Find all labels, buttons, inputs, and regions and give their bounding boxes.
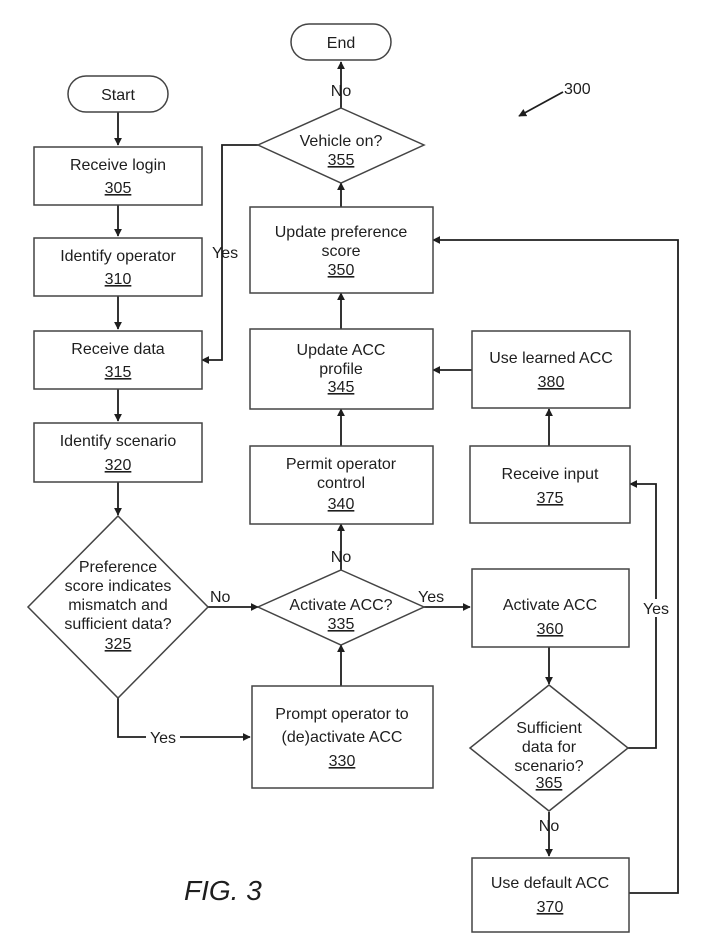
decision-diamond-355: Vehicle on? 355 xyxy=(256,107,426,184)
process-box-320-label: Identify scenario xyxy=(60,433,177,450)
process-box-350-ref: 350 xyxy=(328,262,355,279)
decision-diamond-335-ref: 335 xyxy=(328,616,355,633)
terminal-end: End xyxy=(290,23,392,61)
process-box-360: Activate ACC 360 xyxy=(471,568,630,648)
terminal-start: Start xyxy=(67,75,169,113)
process-box-330-label: Prompt operator to(de)activate ACC xyxy=(275,706,409,746)
edge-label-355-no: No xyxy=(331,83,352,100)
arrow-370-to-350 xyxy=(432,236,679,894)
process-box-375: Receive input 375 xyxy=(469,445,631,524)
process-box-340-ref: 340 xyxy=(328,496,355,513)
process-box-380: Use learned ACC 380 xyxy=(471,330,631,409)
process-box-360-ref: 360 xyxy=(537,621,564,638)
decision-diamond-355-ref: 355 xyxy=(328,152,355,169)
terminal-end-label: End xyxy=(327,35,355,52)
process-box-380-ref: 380 xyxy=(538,374,565,391)
process-box-305: Receive login 305 xyxy=(33,146,203,206)
edge-label-355-yes: Yes xyxy=(212,245,238,262)
process-box-310: Identify operator 310 xyxy=(33,237,203,297)
process-box-375-label: Receive input xyxy=(502,466,600,483)
process-box-380-label: Use learned ACC xyxy=(489,350,613,367)
decision-diamond-335-label: Activate ACC? xyxy=(289,597,392,614)
process-box-310-label: Identify operator xyxy=(60,248,176,265)
process-box-305-ref: 305 xyxy=(105,180,132,197)
process-box-330-ref: 330 xyxy=(329,753,356,770)
process-box-320-ref: 320 xyxy=(105,457,132,474)
ref-300-leader-arrow xyxy=(518,91,564,117)
edge-label-325-yes-bg xyxy=(146,728,180,746)
process-box-315-label: Receive data xyxy=(71,341,164,358)
process-box-375-ref: 375 xyxy=(537,490,564,507)
edge-label-365-yes-bg xyxy=(639,599,673,617)
arrow-325-yes-to-330 xyxy=(117,698,251,741)
process-box-315-ref: 315 xyxy=(105,364,132,381)
edge-label-325-no: No xyxy=(210,589,231,606)
figure-ref-number: 300 xyxy=(564,81,591,98)
process-box-370-ref: 370 xyxy=(537,899,564,916)
edge-label-335-yes: Yes xyxy=(418,589,444,606)
terminal-start-label: Start xyxy=(101,87,135,104)
process-box-330: Prompt operator to(de)activate ACC 330 xyxy=(251,685,434,789)
process-box-360-label: Activate ACC xyxy=(503,597,597,614)
edge-label-365-no: No xyxy=(539,818,560,835)
edge-label-365-yes: Yes xyxy=(643,601,669,618)
edge-label-325-yes: Yes xyxy=(150,730,176,747)
decision-diamond-335: Activate ACC? 335 xyxy=(256,569,426,646)
edge-labels: No Yes No Yes No Yes Yes No xyxy=(146,83,673,835)
process-box-305-label: Receive login xyxy=(70,157,166,174)
figure-label: FIG. 3 xyxy=(184,875,262,906)
process-box-320: Identify scenario 320 xyxy=(33,422,203,483)
process-box-345-ref: 345 xyxy=(328,379,355,396)
decision-diamond-355-label: Vehicle on? xyxy=(300,133,383,150)
process-box-310-ref: 310 xyxy=(105,271,132,288)
process-box-370: Use default ACC 370 xyxy=(471,857,630,933)
decision-diamond-365-ref: 365 xyxy=(536,775,563,792)
edge-label-335-no: No xyxy=(331,549,352,566)
process-box-370-label: Use default ACC xyxy=(491,875,609,892)
decision-diamond-325-ref: 325 xyxy=(105,636,132,653)
process-box-315: Receive data 315 xyxy=(33,330,203,390)
arrow-355-yes-to-315 xyxy=(201,144,258,364)
